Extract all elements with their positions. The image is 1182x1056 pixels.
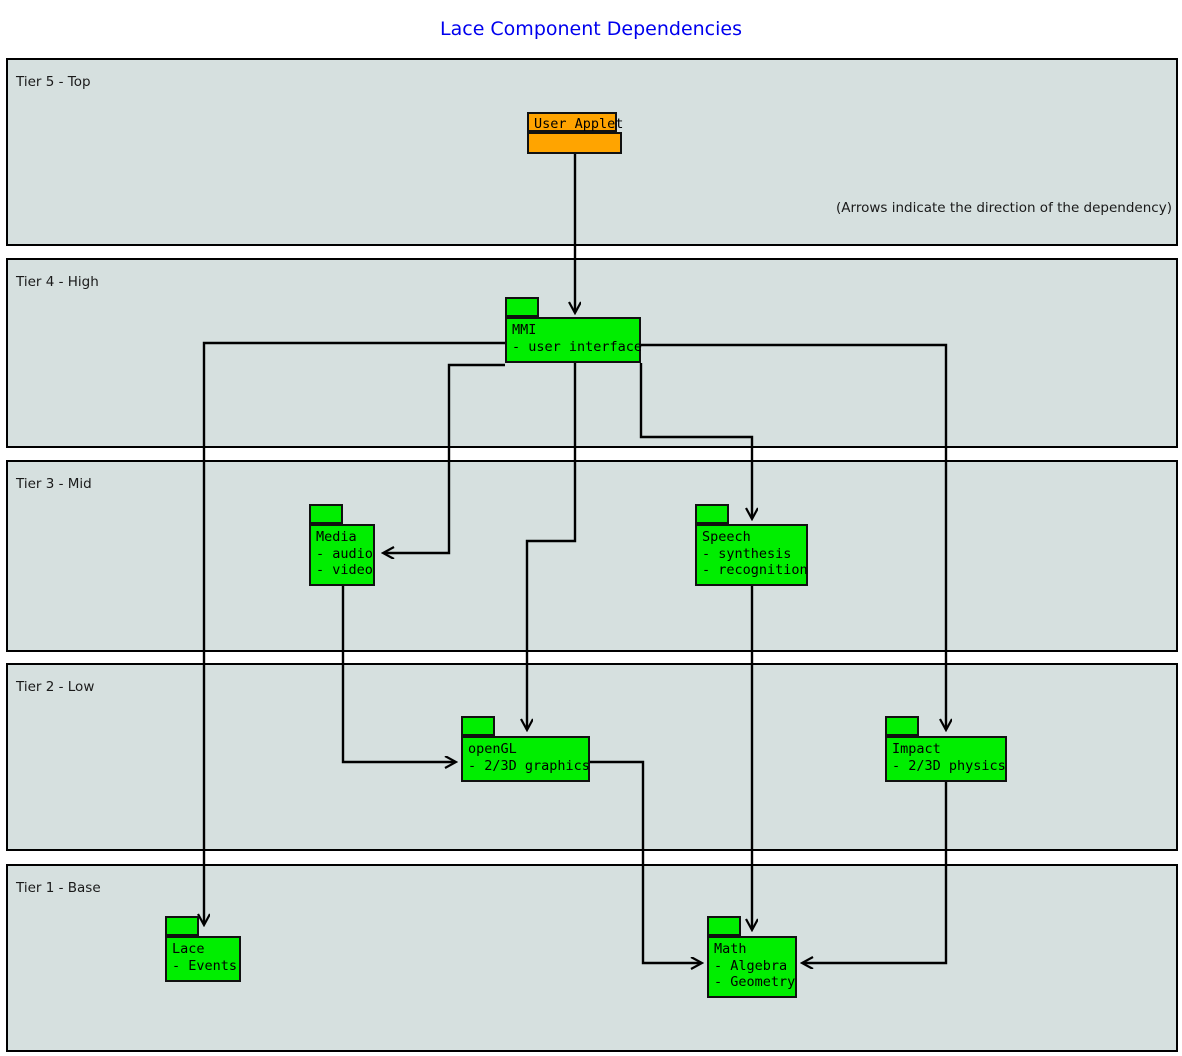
package-body-user-applet — [527, 132, 622, 154]
package-speech[interactable]: Speech - synthesis - recognition — [695, 504, 808, 586]
package-user-applet[interactable]: User Applet — [527, 112, 623, 154]
tier-label-tier4: Tier 4 - High — [16, 274, 99, 290]
package-label-media: Media - audio - video — [309, 524, 375, 586]
package-tab-lace — [165, 916, 199, 936]
page-title: Lace Component Dependencies — [440, 18, 742, 40]
package-tab-impact — [885, 716, 919, 736]
tier-label-tier3: Tier 3 - Mid — [16, 476, 92, 492]
package-label-mmi: MMI - user interface — [505, 317, 642, 363]
tier-label-tier2: Tier 2 - Low — [16, 679, 95, 695]
legend-note: (Arrows indicate the direction of the de… — [836, 200, 1172, 216]
package-media[interactable]: Media - audio - video — [309, 504, 375, 586]
package-impact[interactable]: Impact - 2/3D physics — [885, 716, 1007, 782]
package-opengl[interactable]: openGL - 2/3D graphics — [461, 716, 590, 782]
package-label-speech: Speech - synthesis - recognition — [695, 524, 808, 586]
package-tab-mmi — [505, 297, 539, 317]
package-label-impact: Impact - 2/3D physics — [885, 736, 1007, 782]
package-math[interactable]: Math - Algebra - Geometry — [707, 916, 797, 998]
tier-box-tier3 — [6, 460, 1178, 652]
tier-label-tier5: Tier 5 - Top — [16, 74, 91, 90]
package-lace[interactable]: Lace - Events — [165, 916, 241, 982]
package-label-lace: Lace - Events — [165, 936, 241, 982]
tier-label-tier1: Tier 1 - Base — [16, 880, 101, 896]
package-mmi[interactable]: MMI - user interface — [505, 297, 642, 363]
package-tab-media — [309, 504, 343, 524]
package-label-math: Math - Algebra - Geometry — [707, 936, 797, 998]
package-tab-speech — [695, 504, 729, 524]
package-tab-math — [707, 916, 741, 936]
package-label-opengl: openGL - 2/3D graphics — [461, 736, 590, 782]
package-label-user-applet: User Applet — [527, 112, 623, 132]
package-tab-opengl — [461, 716, 495, 736]
